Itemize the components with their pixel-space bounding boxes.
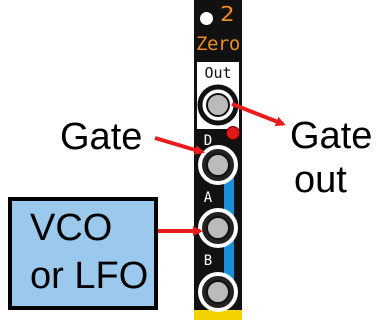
panel-bottom-strip bbox=[194, 310, 242, 320]
source-box bbox=[8, 197, 158, 310]
jack-label-a: A bbox=[203, 190, 213, 206]
output-label: Out bbox=[204, 64, 232, 82]
gate-out-label-line1: Gate bbox=[290, 115, 373, 157]
gate-out-label-line2: out bbox=[294, 159, 347, 201]
brand-number: 2 bbox=[220, 2, 235, 26]
gate-out-arrow bbox=[231, 102, 286, 127]
jack-label-b: B bbox=[203, 253, 213, 269]
output-jack[interactable] bbox=[197, 84, 239, 126]
gate-led bbox=[226, 126, 240, 140]
source-label-line2: or LFO bbox=[30, 255, 149, 297]
module-name: Zero bbox=[196, 33, 240, 55]
gate-in-arrow bbox=[154, 136, 205, 155]
source-label-line1: VCO bbox=[30, 207, 113, 249]
mount-screw-icon bbox=[200, 12, 213, 25]
jack-d[interactable] bbox=[198, 145, 238, 185]
gate-in-label: Gate bbox=[60, 116, 143, 158]
jack-b[interactable] bbox=[198, 272, 238, 312]
jack-label-d: D bbox=[203, 133, 213, 149]
jack-a[interactable] bbox=[198, 208, 238, 248]
